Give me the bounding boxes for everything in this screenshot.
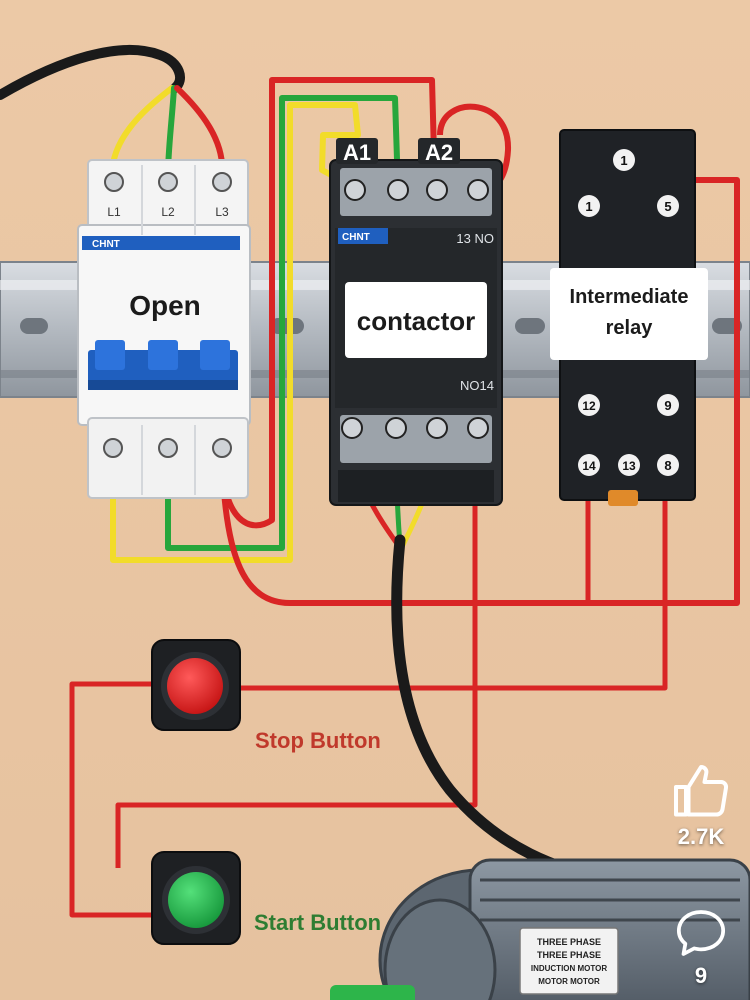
wire-red-stop-left [69,681,155,918]
terminal-label-l2: L2 [161,205,175,219]
wire-green-top [165,95,401,551]
stop-button-label: Stop Button [255,728,381,753]
motor-plate-line3: INDUCTION MOTOR [531,964,608,973]
relay-terminal-label: 9 [664,398,671,413]
start-button[interactable] [151,851,241,945]
terminal-label-l1: L1 [107,205,121,219]
aux-contact-13-no: 13 NO [456,231,494,246]
three-phase-motor: THREE PHASE THREE PHASE INDUCTION MOTOR … [330,858,750,1000]
relay-terminal-label: 5 [664,199,671,214]
breaker-label-open: Open [129,290,201,321]
relay-terminal-label: 12 [582,399,596,413]
relay-terminal-label: 14 [582,459,596,473]
relay-terminal-label: 1 [620,153,627,168]
coil-label-a1: A1 [343,140,371,165]
relay-terminal-8: 8 [657,454,679,476]
contactor: A1 A2 CHNT 13 NO contactor NO14 [329,138,503,506]
like-count: 2.7K [677,824,725,849]
breaker-bottom-screws [103,438,232,458]
contactor-brand: CHNT [342,232,370,243]
motor-plate-line2: THREE PHASE [537,950,601,960]
contactor-bottom-screws [341,417,489,439]
relay-terminal-13: 13 [618,454,640,476]
coil-label-a2: A2 [425,140,453,165]
contactor-top-screws [344,179,489,201]
motor-plate-line4: MOTOR MOTOR [538,977,600,986]
relay-label-line2: relay [606,317,654,339]
contactor-label: contactor [357,306,475,336]
motor-nameplate [519,927,619,995]
aux-contact-no14: NO14 [460,378,494,393]
wire-red-bus [219,177,740,606]
wire-yellow-a1 [110,102,361,563]
relay-terminal-label: 8 [664,458,671,473]
comment-bubble-icon [676,910,726,956]
wire-red-start [115,435,478,868]
intermediate-relay: Intermediate relay 1 1 5 12 9 14 13 [550,129,708,506]
relay-terminal-1a: 1 [613,149,635,171]
supply-cable [0,44,185,100]
relay-terminal-12: 12 [578,394,600,416]
relay-terminal-14: 14 [578,454,600,476]
relay-terminal-1b: 1 [578,195,600,217]
breaker-brand: CHNT [92,239,120,250]
like-action[interactable]: 2.7K [666,762,736,850]
circuit-breaker: L1 L2 L3 CHNT Open [77,159,251,499]
relay-terminal-label: 13 [622,459,636,473]
breaker-top-screws [104,172,232,192]
thumbs-up-icon [674,765,729,817]
comment-action[interactable]: 9 [666,905,736,989]
comment-count: 9 [694,963,708,988]
relay-terminal-label: 1 [585,199,592,214]
wire-red-stop [235,430,668,691]
motor-plate-line1: THREE PHASE [537,937,601,947]
breaker-toggle-handle[interactable] [88,340,238,390]
relay-terminal-5: 5 [657,195,679,217]
terminal-label-l3: L3 [215,205,229,219]
start-button-label: Start Button [254,910,381,935]
relay-terminal-9: 9 [657,394,679,416]
relay-label-line1: Intermediate [570,286,689,308]
stop-button[interactable] [151,639,241,731]
motor-cable [391,534,616,886]
